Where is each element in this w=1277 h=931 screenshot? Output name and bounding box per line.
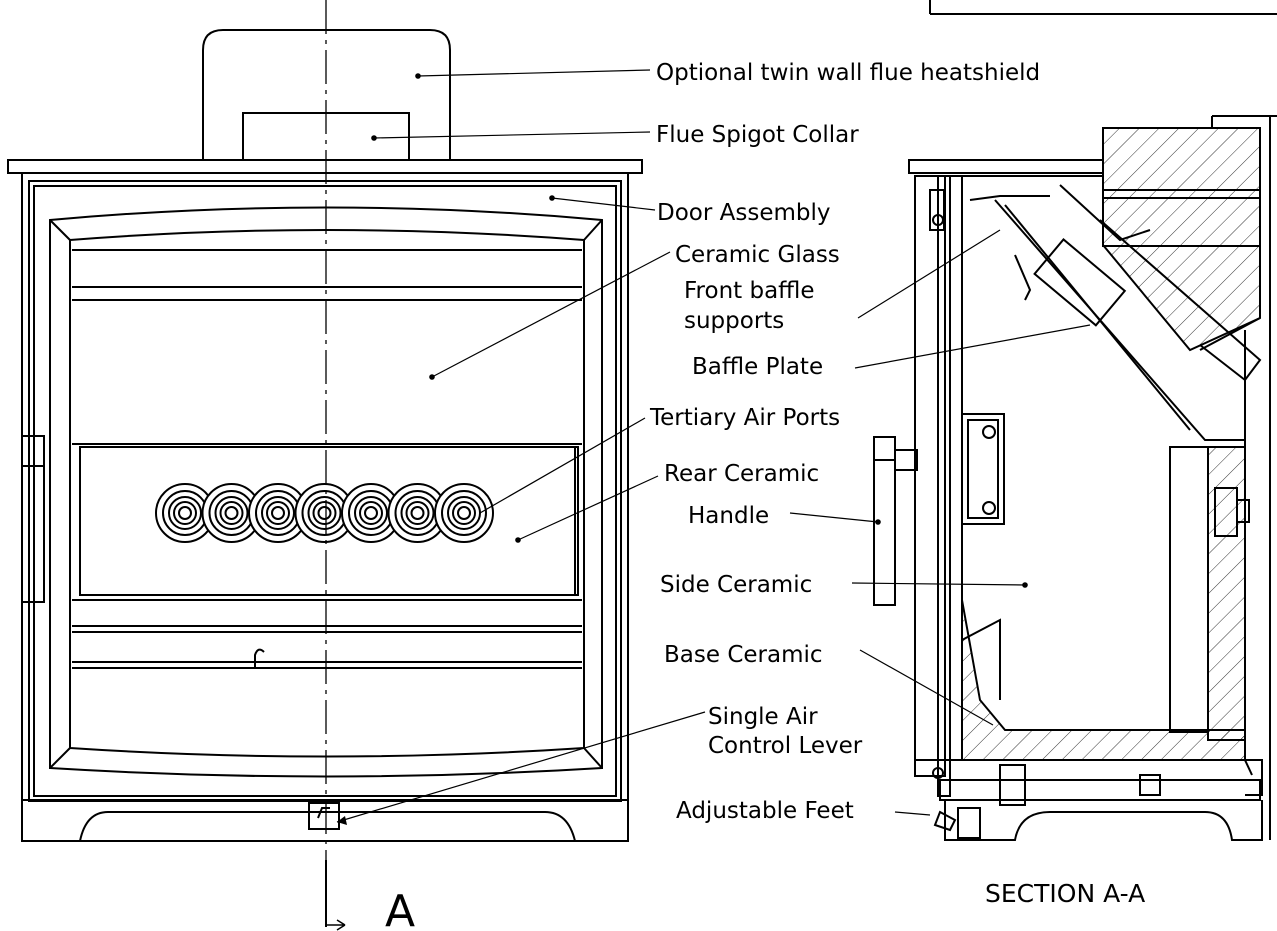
air-port-ring — [214, 496, 249, 530]
air-port-ring — [354, 496, 388, 530]
label-base-ceramic: Base Ceramic — [664, 642, 823, 668]
air-port-ring — [400, 496, 435, 530]
label-adjustable-feet: Adjustable Feet — [676, 798, 854, 824]
air-port-ring — [224, 506, 239, 520]
section-centre-line — [325, 0, 346, 931]
rear-insulation — [1207, 446, 1246, 741]
air-port-ring — [266, 501, 290, 525]
label-air-control-line2: Control Lever — [708, 733, 863, 759]
air-port-ring — [271, 506, 285, 520]
tertiary-air-ports — [155, 483, 494, 543]
baffle-plate-shape — [994, 199, 1245, 441]
air-control-lever-shape — [308, 802, 340, 830]
air-port-ring — [410, 506, 425, 520]
label-handle: Handle — [688, 503, 769, 529]
label-side-ceramic: Side Ceramic — [660, 572, 812, 598]
label-door-assembly: Door Assembly — [657, 200, 830, 226]
label-heatshield: Optional twin wall flue heatshield — [656, 60, 1040, 86]
air-port-ring — [405, 501, 430, 525]
air-port-ring — [364, 506, 378, 520]
air-port-ring — [312, 501, 337, 525]
callout-labels: Optional twin wall flue heatshield Flue … — [385, 60, 1145, 931]
top-plate — [7, 159, 643, 174]
label-rear-ceramic: Rear Ceramic — [664, 461, 819, 487]
rear-ceramic-panel — [79, 446, 579, 596]
air-port-ring — [441, 490, 487, 536]
air-port-ring — [173, 501, 197, 525]
label-front-baffle-line1: Front baffle — [684, 278, 815, 304]
plinth — [22, 799, 629, 842]
air-port-ring — [452, 501, 476, 525]
air-port-ring — [457, 506, 471, 520]
front-view — [7, 29, 643, 842]
air-port-ring — [219, 501, 244, 525]
air-port-ring — [178, 506, 192, 520]
label-front-baffle-line2: supports — [684, 308, 784, 334]
label-air-control-line1: Single Air — [708, 704, 818, 730]
door-hinge — [21, 435, 45, 603]
leader-dots — [337, 73, 1028, 825]
label-flue-collar: Flue Spigot Collar — [656, 122, 859, 148]
section-title: SECTION A-A — [985, 879, 1145, 908]
air-port-ring — [359, 501, 383, 525]
air-port-ring — [168, 496, 202, 530]
leader-lines — [336, 69, 1091, 823]
section-view — [873, 115, 1277, 841]
label-baffle-plate: Baffle Plate — [692, 354, 823, 380]
air-port-ring — [317, 506, 332, 520]
title-block-corner — [929, 0, 1277, 15]
label-tertiary-air-ports: Tertiary Air Ports — [649, 405, 840, 431]
base-ceramic-shape — [961, 599, 1246, 761]
air-port-ring — [307, 496, 342, 530]
air-port-ring — [434, 483, 494, 543]
label-ceramic-glass: Ceramic Glass — [675, 242, 840, 268]
section-marker-letter: A — [385, 886, 415, 931]
air-port-ring — [261, 496, 295, 530]
